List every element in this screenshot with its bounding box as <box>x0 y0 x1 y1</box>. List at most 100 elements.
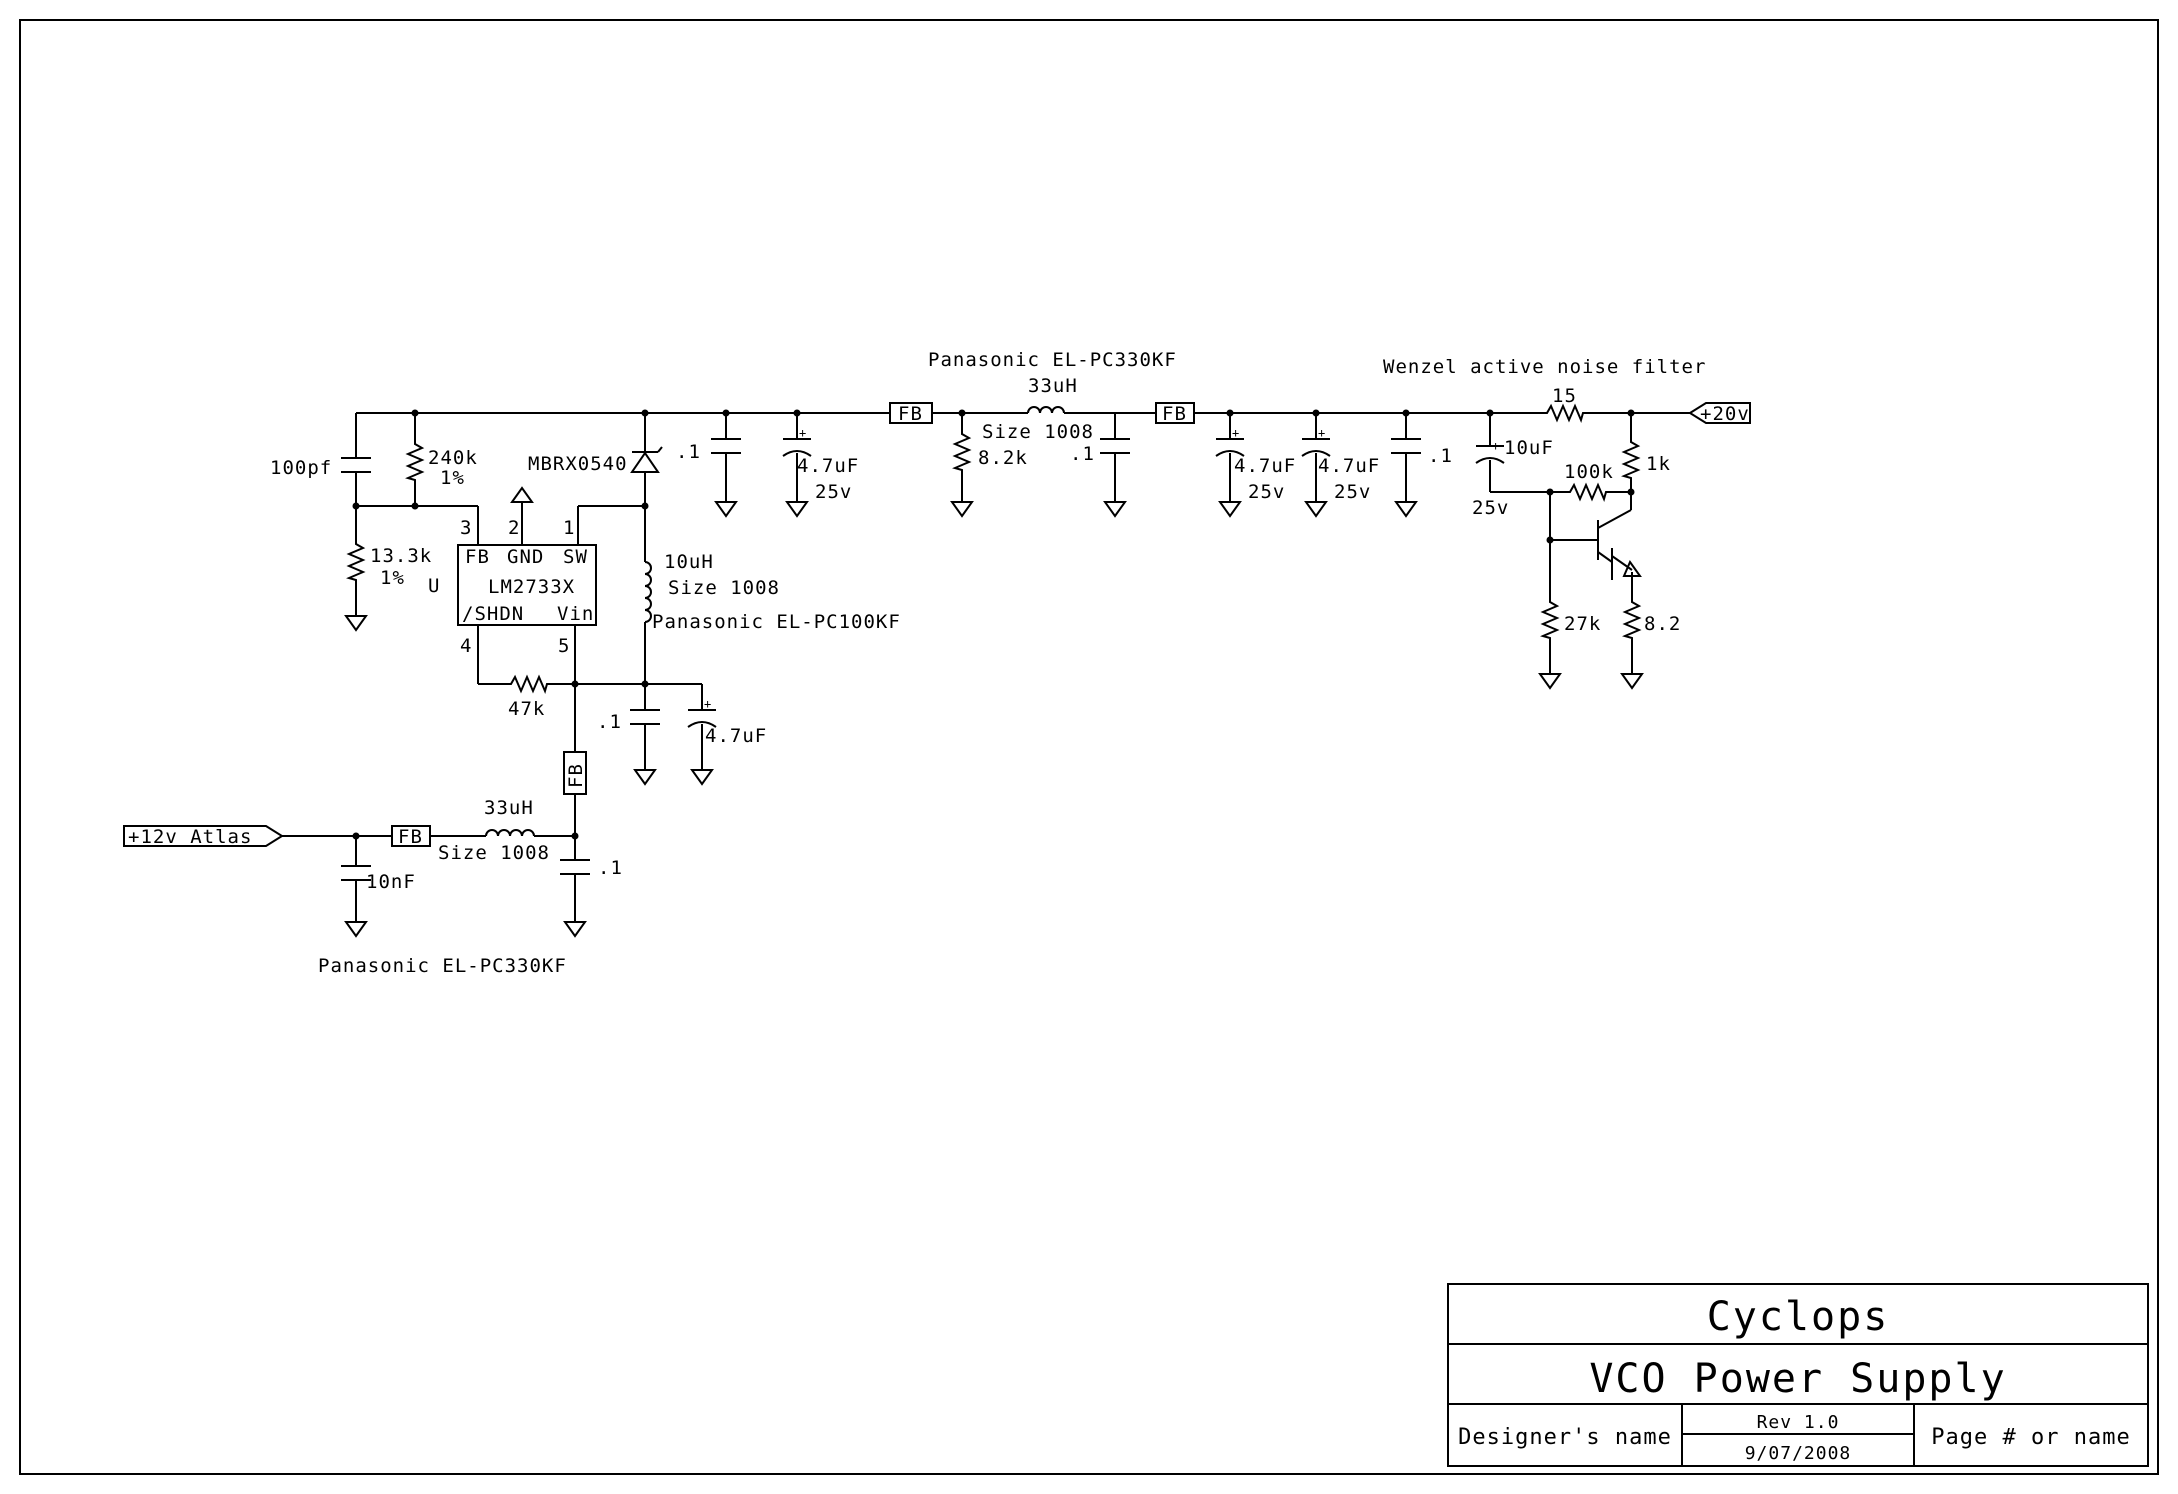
component-label: 1% <box>380 567 405 589</box>
component-label: FB <box>465 546 490 568</box>
component-label: Panasonic EL-PC100KF <box>652 611 901 633</box>
resistor-13k3: 13.3k 1% <box>345 506 432 631</box>
ferrite-bead-input: FB <box>391 825 431 848</box>
component-label: .1 <box>598 857 623 879</box>
designer-name: Designer's name <box>1458 1425 1672 1450</box>
component-label: + <box>1232 426 1239 440</box>
component-label: 2 <box>508 517 520 539</box>
capacitor-c4: + 4.7uF 25v <box>1215 413 1296 517</box>
date: 9/07/2008 <box>1745 1443 1852 1464</box>
page-name: Page # or name <box>1931 1425 2130 1450</box>
filter-note: Wenzel active noise filter <box>1383 356 1706 378</box>
component-label: 27k <box>1564 613 1601 635</box>
component-label: Size 1008 <box>668 577 780 599</box>
component-label: 4.7uF <box>1318 455 1380 477</box>
component-label: Size 1008 <box>438 842 550 864</box>
capacitor-c5: + 4.7uF 25v <box>1301 413 1380 517</box>
component-label: .1 <box>1070 443 1095 465</box>
component-label: + <box>704 697 711 711</box>
capacitor-100pf: 100pf <box>270 413 415 507</box>
component-label: + <box>1492 439 1499 453</box>
input-inductor-note: Panasonic EL-PC330KF <box>318 955 567 977</box>
capacitor-c9: + 4.7uF <box>687 684 767 785</box>
component-label: .1 <box>676 441 701 463</box>
resistor-240k: 240k 1% <box>407 413 478 506</box>
capacitor-c1: .1 <box>676 413 742 517</box>
resistor-15: 15 <box>1542 385 1588 421</box>
component-label: 5 <box>558 635 570 657</box>
component-label: 15 <box>1552 385 1577 407</box>
component-label: 25v <box>1248 481 1285 503</box>
component-label: FB <box>898 403 923 425</box>
component-label: 1k <box>1646 453 1671 475</box>
component-label: Panasonic EL-PC330KF <box>928 349 1177 371</box>
component-label: 10nF <box>366 871 416 893</box>
component-label: FB <box>398 826 423 848</box>
component-label: 3 <box>460 517 472 539</box>
component-label: +20v <box>1700 403 1750 425</box>
transistor-pair <box>1549 492 1642 596</box>
component-label: Size 1008 <box>982 421 1094 443</box>
sheet-title: VCO Power Supply <box>1589 1356 2006 1402</box>
project-name: Cyclops <box>1707 1294 1890 1340</box>
capacitor-c2: + 4.7uF 25v <box>782 413 859 517</box>
component-label: 4 <box>460 635 472 657</box>
component-label: 25v <box>1334 481 1371 503</box>
component-label: FB <box>565 763 587 788</box>
resistor-27k: 27k <box>1539 540 1601 689</box>
capacitor-c11: .1 <box>559 836 623 937</box>
component-label: 25v <box>1472 497 1509 519</box>
component-label: 33uH <box>484 797 534 819</box>
component-label: 1 <box>563 517 575 539</box>
component-label: 8.2k <box>978 447 1028 469</box>
sheet-border <box>19 19 2159 1475</box>
resistor-47k: 47k <box>477 625 645 720</box>
component-label: GND <box>507 546 544 568</box>
component-label: 33uH <box>1028 375 1078 397</box>
component-label: 8.2 <box>1644 613 1681 635</box>
capacitor-10nf: 10nF <box>340 836 416 937</box>
component-label: 13.3k <box>370 545 432 567</box>
component-label: MBRX0540 <box>528 453 628 475</box>
component-label: + <box>1318 426 1325 440</box>
component-label: 100k <box>1564 461 1614 483</box>
capacitor-c3: .1 <box>1070 413 1131 517</box>
inductor-33uh-input: 33uH Size 1008 <box>438 797 550 864</box>
junction-dots <box>352 409 1635 840</box>
component-label: 100pf <box>270 457 332 479</box>
component-label: 1% <box>440 467 465 489</box>
component-label: 240k <box>428 447 478 469</box>
component-label: Vin <box>557 603 594 625</box>
component-label: 4.7uF <box>705 725 767 747</box>
inductor-33uh-mid: Panasonic EL-PC330KF 33uH Size 1008 <box>928 349 1177 443</box>
regulator-lm2733x: FB GND SW LM2733X /SHDN Vin U 3 2 1 4 5 <box>428 486 597 657</box>
component-label: .1 <box>597 711 622 733</box>
resistor-8r2: 8.2 <box>1621 596 1681 689</box>
component-label: U <box>428 575 440 597</box>
component-label: /SHDN <box>462 603 524 625</box>
component-label: 10uF <box>1504 437 1554 459</box>
component-label: 47k <box>508 698 545 720</box>
diode-mbrx0540: MBRX0540 <box>528 413 663 506</box>
component-label: + <box>799 426 806 440</box>
component-label: FB <box>1162 403 1187 425</box>
inductor-10uh: 10uH Size 1008 Panasonic EL-PC100KF <box>644 506 901 684</box>
component-label: +12v Atlas <box>128 826 252 848</box>
resistor-1k: 1k <box>1623 413 1671 492</box>
component-label: 4.7uF <box>797 455 859 477</box>
capacitor-c6: .1 <box>1390 413 1453 517</box>
capacitor-c8: .1 <box>597 684 661 785</box>
ferrite-bead-vertical: FB <box>563 684 587 836</box>
title-block: Cyclops VCO Power Supply Designer's name… <box>1447 1283 2149 1467</box>
component-label: .1 <box>1428 445 1453 467</box>
component-label: 25v <box>815 481 852 503</box>
revision: Rev 1.0 <box>1757 1412 1840 1433</box>
component-label: 10uH <box>664 551 714 573</box>
capacitor-10uf: + 10uF 25v <box>1472 413 1554 519</box>
component-label: 4.7uF <box>1234 455 1296 477</box>
resistor-100k: 100k <box>1550 461 1631 500</box>
component-label: LM2733X <box>488 576 575 598</box>
ferrite-bead-mid: FB <box>889 402 933 425</box>
input-port: +12v Atlas <box>123 825 284 848</box>
